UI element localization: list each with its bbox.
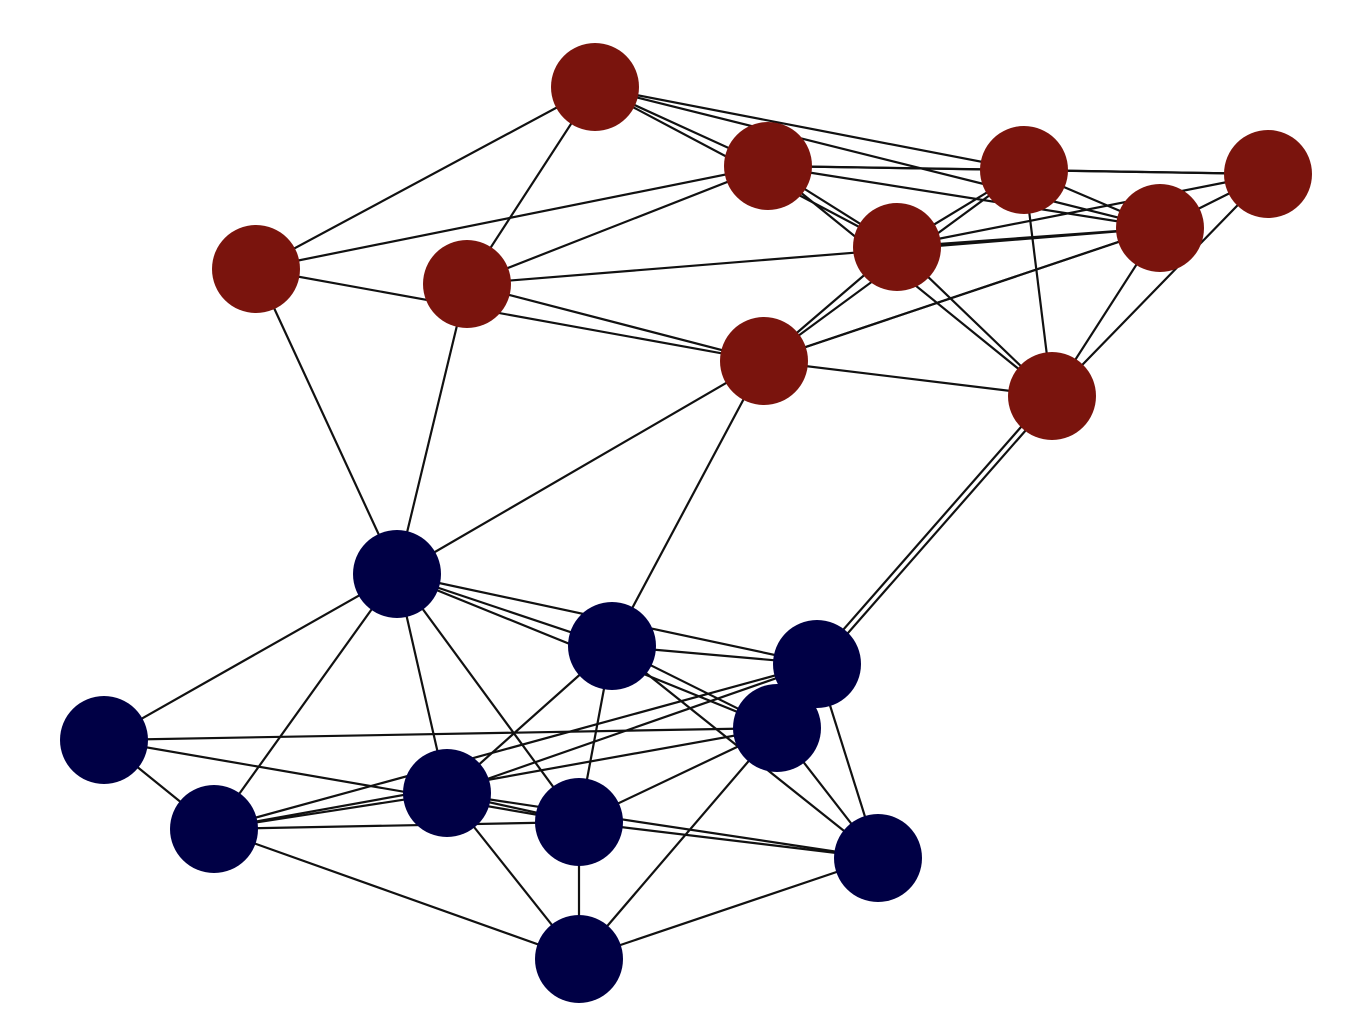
node-b7 — [535, 778, 623, 866]
edge-r10-b3 — [813, 393, 1051, 664]
edge-r8-r7 — [763, 226, 1161, 363]
edges-layer — [103, 85, 1269, 961]
edge-r7-b2 — [611, 360, 765, 647]
nodes-layer — [60, 43, 1312, 1003]
node-b3 — [773, 620, 861, 708]
edge-b1-b7 — [396, 573, 580, 823]
node-r4 — [212, 225, 300, 313]
node-b1 — [353, 530, 441, 618]
node-r9 — [1224, 130, 1312, 218]
node-r1 — [551, 43, 639, 131]
node-b4 — [60, 696, 148, 784]
edge-r1-r8 — [594, 85, 1161, 230]
node-b9 — [834, 814, 922, 902]
edge-b4-b8 — [103, 726, 778, 742]
edge-r9-r10 — [1051, 173, 1269, 397]
node-b6 — [170, 785, 258, 873]
node-r10 — [1008, 352, 1096, 440]
edge-r2-r4 — [255, 164, 769, 271]
edge-r1-r6 — [594, 85, 1025, 172]
edge-b9-b10 — [578, 856, 879, 961]
node-b5 — [403, 749, 491, 837]
edge-b4-b7 — [103, 738, 580, 824]
node-b10 — [535, 915, 623, 1003]
edge-r2-r3 — [466, 164, 769, 286]
edge-b1-b6 — [213, 573, 398, 830]
edge-r7-r10 — [763, 359, 1053, 398]
edge-b6-b10 — [213, 827, 580, 961]
node-r2 — [724, 122, 812, 210]
node-b2 — [568, 602, 656, 690]
edge-r4-r7 — [255, 267, 765, 363]
node-r5 — [853, 203, 941, 291]
edge-r2-r8 — [767, 164, 1161, 230]
node-r3 — [423, 240, 511, 328]
edge-b8-b10 — [578, 727, 778, 960]
edge-b5-b9 — [446, 791, 879, 860]
node-r8 — [1116, 184, 1204, 272]
edge-r1-r4 — [255, 86, 596, 270]
edge-b7-b9 — [578, 820, 879, 860]
edge-r10-b3 — [818, 396, 1056, 667]
edge-r3-r7 — [466, 282, 765, 363]
edge-r3-b1 — [395, 283, 469, 575]
edge-b6-b7 — [213, 820, 580, 831]
edge-r4-b1 — [255, 268, 398, 575]
edge-r8-r3 — [466, 226, 1161, 286]
node-r7 — [720, 317, 808, 405]
edge-b3-b5 — [446, 662, 818, 795]
edge-r7-b1 — [396, 360, 765, 575]
node-r6 — [980, 126, 1068, 214]
node-b8 — [733, 684, 821, 772]
edge-b1-b4 — [103, 573, 398, 741]
edge-b6-b8 — [213, 726, 778, 831]
edge-r9-r5 — [896, 172, 1269, 249]
edge-b3-b6 — [213, 662, 818, 831]
